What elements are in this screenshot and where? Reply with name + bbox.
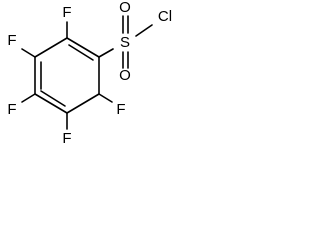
bond-c-f-lower-left xyxy=(21,93,36,103)
atom-oxygen-bottom: O xyxy=(119,67,131,84)
atom-fluorine-upper-left: F xyxy=(7,32,16,49)
bond-c-s xyxy=(98,48,114,58)
ring-bond-top-left xyxy=(34,37,68,58)
ring-bond-top-right xyxy=(66,37,100,58)
ring-double-bond-inner-bottom-left xyxy=(40,90,66,107)
bond-c-f-right xyxy=(98,93,113,103)
atom-chlorine: Cl xyxy=(158,8,172,25)
atom-sulfur: S xyxy=(120,34,130,51)
ring-bond-bottom-right xyxy=(66,93,100,114)
atom-fluorine-top: F xyxy=(62,4,71,21)
atom-fluorine-right: F xyxy=(116,101,125,118)
bond-c-f-upper-left xyxy=(21,48,36,58)
pentafluorobenzenesulfonyl-chloride-structure: F F F F F O O S Cl xyxy=(7,0,172,147)
ring-bond-bottom-left xyxy=(34,93,68,114)
bond-s-cl xyxy=(135,24,153,37)
structure-canvas: F F F F F O O S Cl xyxy=(0,0,192,178)
atom-oxygen-top: O xyxy=(119,0,131,16)
atom-fluorine-lower-left: F xyxy=(7,101,16,118)
ring-double-bond-inner-top-right xyxy=(68,44,94,61)
atom-fluorine-bottom: F xyxy=(62,130,71,147)
